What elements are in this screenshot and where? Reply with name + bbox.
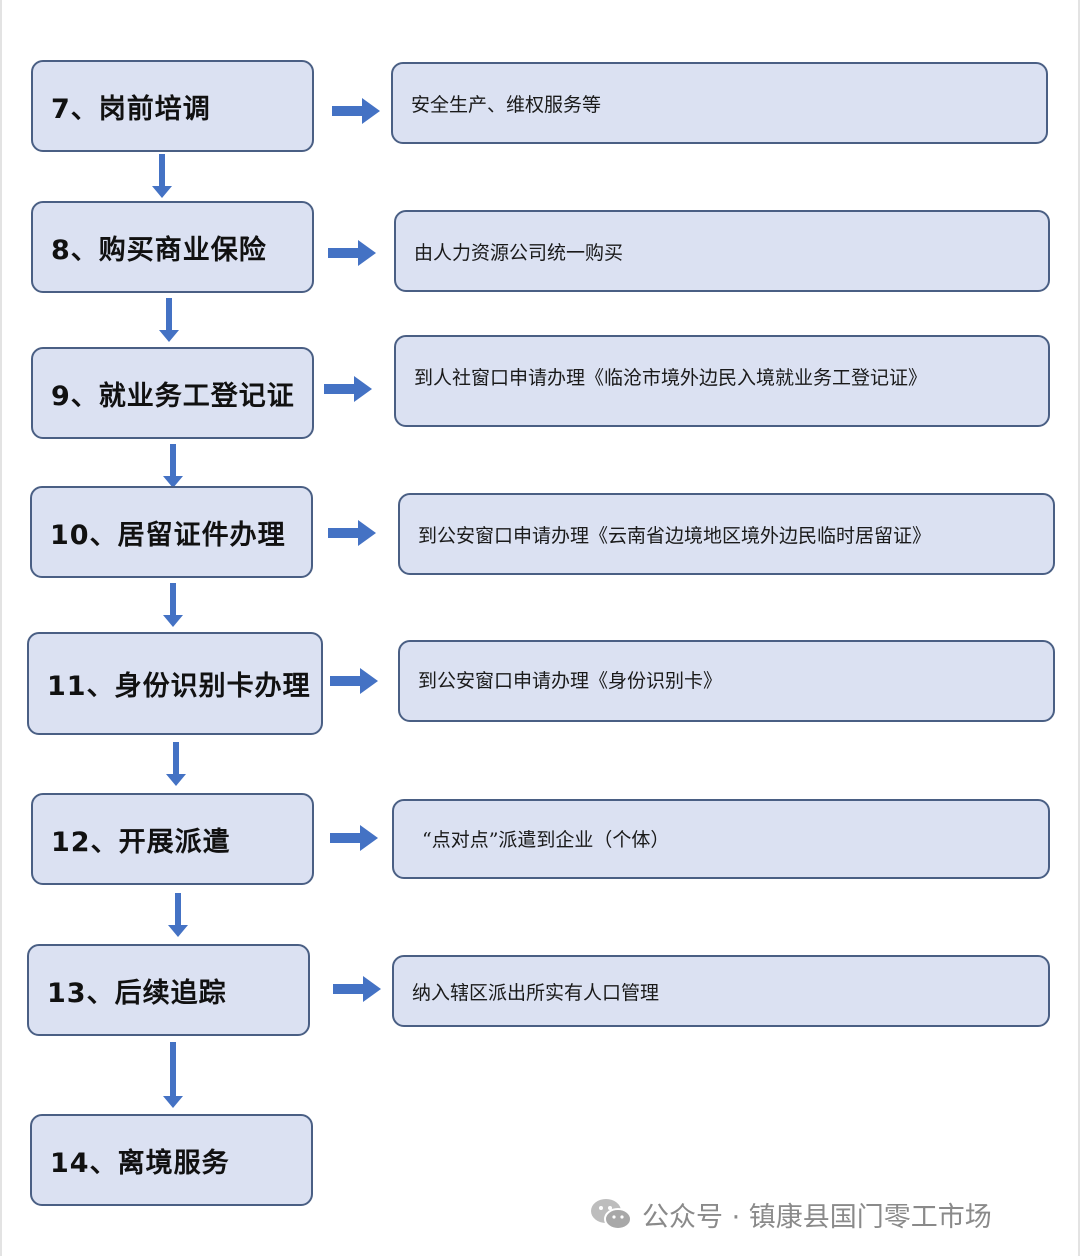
footer-attribution: 公众号 · 镇康县国门零工市场 — [590, 1196, 992, 1233]
step-12-box: 12、开展派遣 — [31, 793, 314, 885]
down-arrow-icon — [159, 298, 179, 342]
step-10-box: 10、居留证件办理 — [30, 486, 313, 578]
right-arrow-icon — [330, 825, 378, 851]
step-8-box: 8、购买商业保险 — [31, 201, 314, 293]
down-arrow-icon — [152, 154, 172, 198]
step-13-box: 13、后续追踪 — [27, 944, 310, 1036]
down-arrow-icon — [168, 893, 188, 937]
step-14-box: 14、离境服务 — [30, 1114, 313, 1206]
right-arrow-icon — [328, 240, 376, 266]
right-arrow-icon — [333, 976, 381, 1002]
step-9-box: 9、就业务工登记证 — [31, 347, 314, 439]
footer-text: 公众号 · 镇康县国门零工市场 — [642, 1201, 992, 1233]
down-arrow-icon — [166, 742, 186, 786]
left-frame-line — [0, 0, 2, 1256]
step-11-description: 到公安窗口申请办理《身份识别卡》 — [398, 640, 1055, 722]
down-arrow-icon — [163, 583, 183, 627]
step-7-description: 安全生产、维权服务等 — [391, 62, 1048, 144]
step-9-description: 到人社窗口申请办理《临沧市境外边民入境就业务工登记证》 — [394, 335, 1050, 427]
right-arrow-icon — [330, 668, 378, 694]
step-13-description: 纳入辖区派出所实有人口管理 — [392, 955, 1050, 1027]
step-8-description: 由人力资源公司统一购买 — [394, 210, 1050, 292]
right-arrow-icon — [328, 520, 376, 546]
right-arrow-icon — [324, 376, 372, 402]
down-arrow-icon — [163, 444, 183, 488]
right-frame-line — [1078, 0, 1080, 1256]
right-arrow-icon — [332, 98, 380, 124]
wechat-icon — [591, 1199, 632, 1230]
step-12-description: “点对点”派遣到企业（个体） — [392, 799, 1050, 879]
step-11-box: 11、身份识别卡办理 — [27, 632, 323, 735]
step-7-box: 7、岗前培调 — [31, 60, 314, 152]
down-arrow-icon — [163, 1042, 183, 1108]
step-10-description: 到公安窗口申请办理《云南省边境地区境外边民临时居留证》 — [398, 493, 1055, 575]
